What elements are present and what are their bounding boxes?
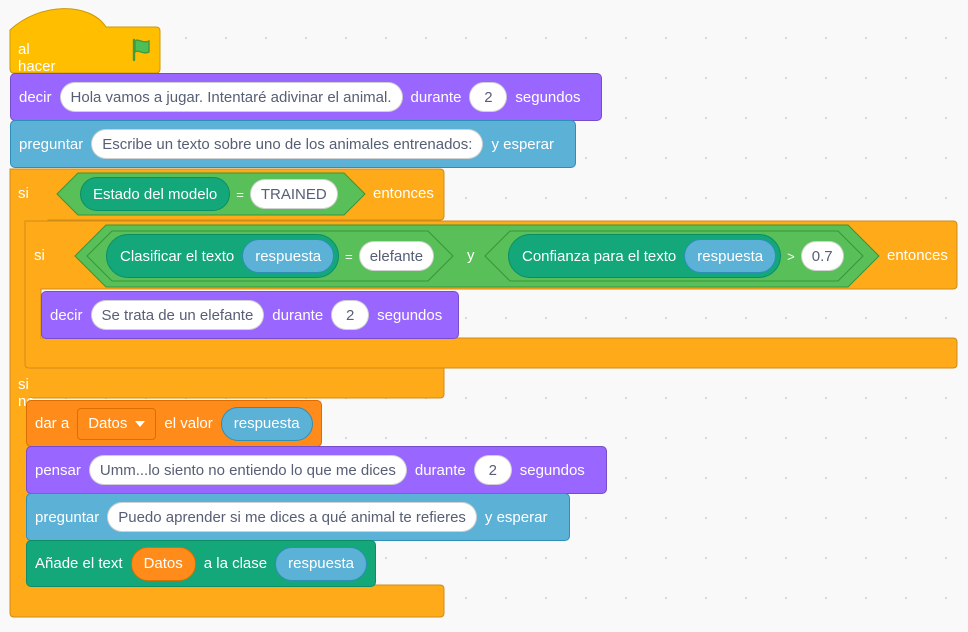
say-elephant-seconds-field[interactable]: 2 — [331, 300, 370, 330]
variable-name: Datos — [88, 415, 128, 432]
classify-text-label: Clasificar el texto — [120, 247, 235, 265]
answer-reporter[interactable]: respuesta — [220, 406, 313, 441]
during-label: durante — [410, 88, 462, 106]
confidence-text-label: Confianza para el texto — [522, 247, 677, 265]
during-label: durante — [272, 306, 324, 324]
equals-operator: = — [236, 186, 244, 202]
seconds-label: segundos — [377, 306, 443, 324]
seconds-label: segundos — [515, 88, 581, 106]
if-label: si — [18, 185, 29, 202]
set-label: dar a — [35, 415, 70, 432]
data-variable-reporter[interactable]: Datos — [130, 546, 196, 581]
answer-reporter[interactable]: respuesta — [275, 546, 367, 581]
elephant-value-field[interactable]: elefante — [358, 241, 435, 271]
classify-equals-condition[interactable]: Clasificar el texto respuesta = elefante — [86, 230, 454, 282]
think-for-secs-block[interactable]: pensar Umm...lo siento no entiendo lo qu… — [26, 446, 607, 494]
confidence-greater-condition[interactable]: Confianza para el texto respuesta > 0.7 — [484, 230, 864, 282]
model-status-reporter[interactable]: Estado del modelo — [80, 177, 231, 211]
ask-label: preguntar — [35, 508, 100, 526]
confidence-threshold-field[interactable]: 0.7 — [800, 241, 844, 271]
ask-learn-block[interactable]: preguntar Puedo aprender si me dices a q… — [26, 493, 570, 541]
ask-and-wait-block[interactable]: preguntar Escribe un texto sobre uno de … — [10, 120, 576, 168]
ask-label: preguntar — [19, 135, 84, 153]
hat-block-shape — [9, 8, 161, 74]
confidence-text-reporter[interactable]: Confianza para el texto respuesta — [508, 234, 782, 278]
ask-question-field[interactable]: Escribe un texto sobre uno de los animal… — [91, 129, 484, 159]
think-message-field[interactable]: Umm...lo siento no entiendo lo que me di… — [88, 455, 407, 485]
and-wait-label: y esperar — [484, 508, 548, 526]
inner-then-label: entonces — [887, 247, 948, 264]
think-seconds-field[interactable]: 2 — [473, 455, 512, 485]
say-seconds-field[interactable]: 2 — [469, 82, 508, 112]
green-flag-icon — [130, 38, 152, 62]
greater-than-operator: > — [787, 248, 795, 264]
to-value-label: el valor — [164, 415, 213, 432]
answer-reporter[interactable]: respuesta — [242, 239, 335, 273]
classify-equals-operator: = — [345, 248, 353, 264]
classify-text-reporter[interactable]: Clasificar el texto respuesta — [106, 234, 340, 278]
variable-dropdown[interactable]: Datos — [77, 407, 157, 440]
say-label: decir — [50, 306, 83, 324]
ask-learn-question-field[interactable]: Puedo aprender si me dices a qué animal … — [107, 502, 477, 532]
add-training-data-block[interactable]: Añade el text Datos a la clase respuesta — [26, 540, 376, 587]
seconds-label: segundos — [519, 461, 585, 479]
think-label: pensar — [35, 461, 81, 479]
say-message-field[interactable]: Hola vamos a jugar. Intentaré adivinar e… — [59, 82, 403, 112]
say-elephant-message-field[interactable]: Se trata de un elefante — [90, 300, 265, 330]
caret-down-icon — [135, 420, 146, 427]
during-label: durante — [414, 461, 466, 479]
set-variable-block[interactable]: dar a Datos el valor respuesta — [26, 400, 322, 447]
to-class-label: a la clase — [203, 555, 268, 572]
add-text-label: Añade el text — [35, 555, 123, 572]
say-label: decir — [19, 88, 52, 106]
equals-condition[interactable]: Estado del modelo = TRAINED — [56, 172, 366, 216]
trained-value-field[interactable]: TRAINED — [249, 179, 338, 209]
say-elephant-block[interactable]: decir Se trata de un elefante durante 2 … — [41, 291, 459, 339]
say-for-secs-block[interactable]: decir Hola vamos a jugar. Intentaré adiv… — [10, 73, 602, 121]
and-label: y — [467, 247, 475, 264]
and-wait-label: y esperar — [491, 135, 554, 153]
answer-reporter[interactable]: respuesta — [684, 239, 777, 273]
then-label: entonces — [373, 185, 434, 202]
inner-if-label: si — [34, 247, 45, 264]
